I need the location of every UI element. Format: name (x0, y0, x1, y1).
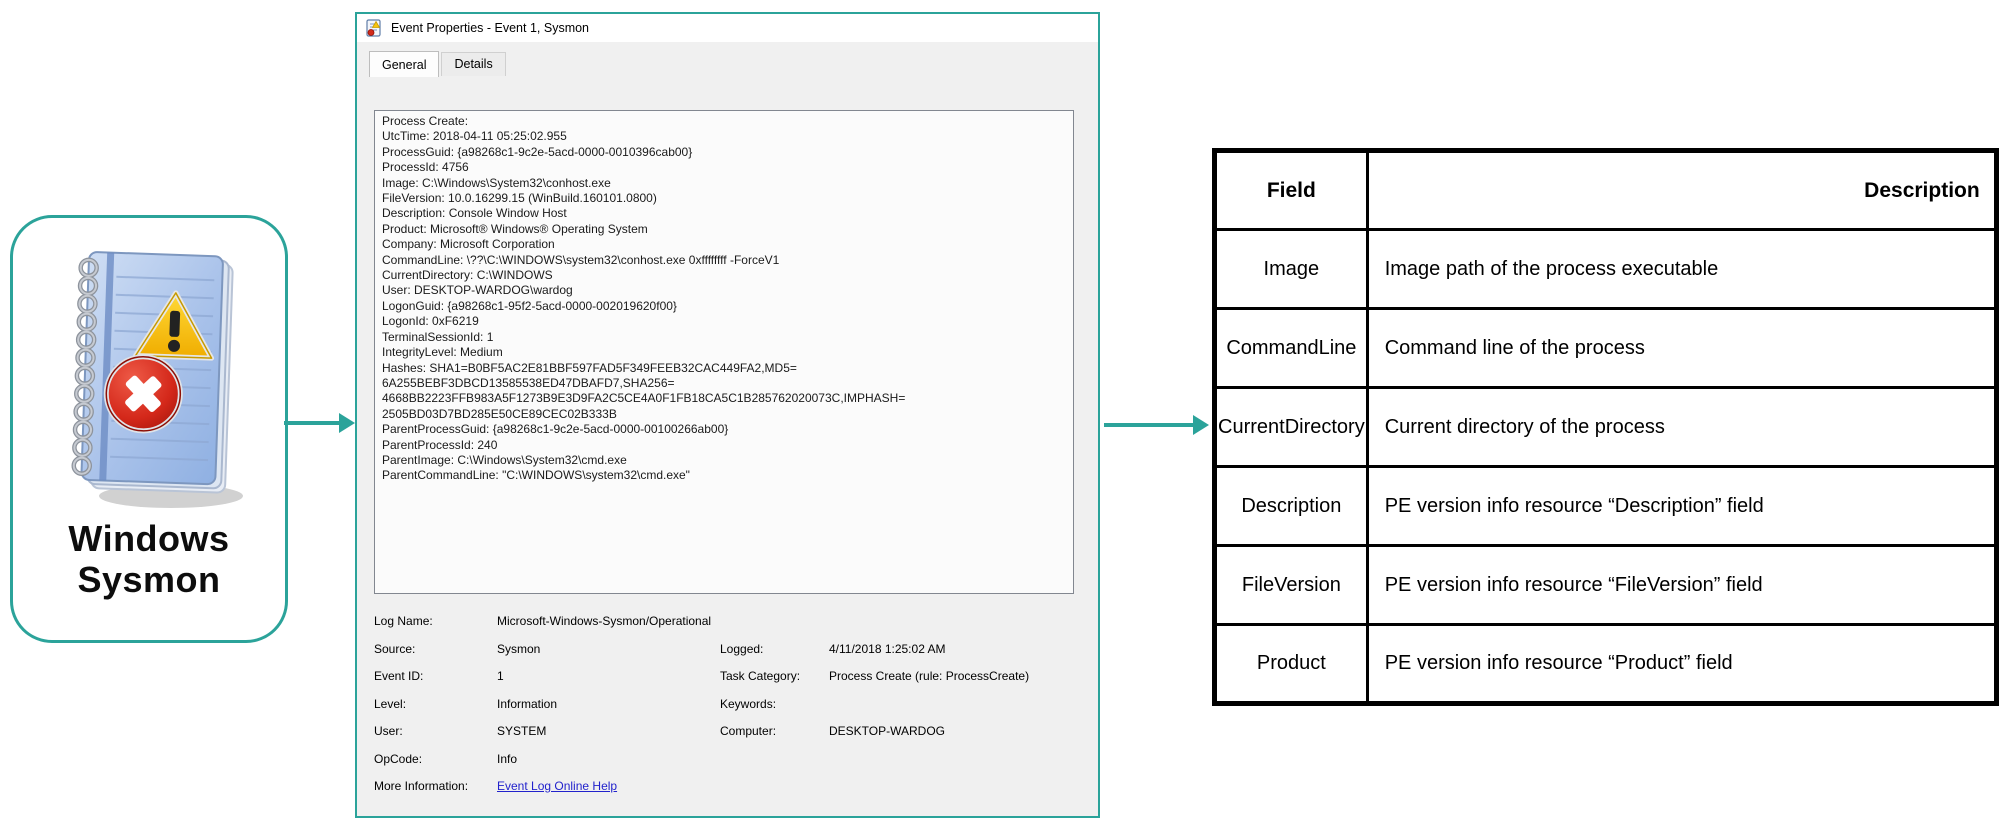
event-text-line: ProcessGuid: {a98268c1-9c2e-5acd-0000-00… (382, 144, 693, 159)
event-text-line: ParentProcessId: 240 (382, 437, 498, 452)
event-text-line: Company: Microsoft Corporation (382, 237, 555, 252)
event-footer: Log Name: Microsoft-Windows-Sysmon/Opera… (374, 608, 1086, 801)
dialog-titlebar[interactable]: Event Properties - Event 1, Sysmon (357, 14, 1098, 42)
field-cell: Product (1213, 623, 1369, 705)
notebook-alert-icon (71, 251, 243, 508)
event-text-line: ParentCommandLine: "C:\WINDOWS\system32\… (382, 468, 690, 483)
event-properties-icon (366, 19, 381, 37)
event-log-online-help-link[interactable]: Event Log Online Help (497, 779, 618, 793)
footer-value: DESKTOP-WARDOG (829, 724, 946, 738)
footer-label: Logged: (720, 641, 764, 656)
footer-label: More Information: (374, 779, 469, 793)
event-text-line: CommandLine: \??\C:\WINDOWS\system32\con… (382, 252, 780, 267)
footer-label: Task Category: (720, 669, 801, 683)
footer-label: Event ID: (374, 669, 424, 683)
sysmon-label: Windows Sysmon (68, 518, 229, 600)
footer-row-moreinfo: More Information: Event Log Online Help (374, 773, 1086, 801)
footer-value: 4/11/2018 1:25:02 AM (829, 641, 946, 656)
footer-value: Info (497, 751, 518, 766)
footer-value: 1 (497, 669, 504, 683)
event-text-line: ParentProcessGuid: {a98268c1-9c2e-5acd-0… (382, 422, 729, 437)
footer-value: SYSTEM (497, 724, 547, 738)
field-cell: Description (1213, 465, 1369, 547)
sysmon-label-line1: Windows (68, 518, 230, 559)
footer-label: Level: (374, 696, 407, 711)
description-cell: PE version info resource “FileVersion” f… (1365, 544, 1998, 626)
event-text-line: Process Create: (382, 114, 469, 128)
footer-label: User: (374, 724, 403, 738)
sysmon-label-line2: Sysmon (77, 559, 221, 600)
footer-label: OpCode: (374, 751, 423, 766)
field-cell: FileVersion (1213, 544, 1369, 626)
field-cell: CommandLine (1213, 307, 1369, 389)
event-text-line: ProcessId: 4756 (382, 160, 469, 175)
footer-row-source: Source: Sysmon Logged: 4/11/2018 1:25:02… (374, 636, 1086, 664)
footer-row-level: Level: Information Keywords: (374, 691, 1086, 719)
footer-label: Log Name: (374, 614, 433, 628)
event-text-line: IntegrityLevel: Medium (382, 345, 503, 360)
event-text-line: LogonId: 0xF6219 (382, 314, 479, 329)
event-text-line: Description: Console Window Host (382, 206, 567, 221)
event-text-line: User: DESKTOP-WARDOG\wardog (382, 283, 573, 298)
header-description: Description (1365, 149, 1998, 231)
table-row: CommandLine Command line of the process (1213, 307, 1998, 389)
description-cell: Command line of the process (1365, 307, 1998, 389)
dialog-tabstrip: General Details (369, 51, 508, 77)
event-text-line: LogonGuid: {a98268c1-95f2-5acd-0000-0020… (382, 298, 677, 313)
footer-row-eventid: Event ID: 1 Task Category: Process Creat… (374, 663, 1086, 691)
description-cell: PE version info resource “Description” f… (1365, 465, 1998, 547)
field-cell: CurrentDirectory (1213, 386, 1369, 468)
footer-label: Source: (374, 641, 416, 656)
table-row: Image Image path of the process executab… (1213, 228, 1998, 310)
description-cell: PE version info resource “Product” field (1365, 623, 1998, 705)
event-text-line: UtcTime: 2018-04-11 05:25:02.955 (382, 129, 567, 144)
footer-label: Keywords: (720, 696, 777, 711)
table-row: Product PE version info resource “Produc… (1213, 623, 1998, 705)
error-x-icon (103, 354, 183, 434)
arrow-sysmon-to-dialog (284, 413, 356, 433)
event-text-line: Image: C:\Windows\System32\conhost.exe (382, 175, 611, 190)
event-text-line: CurrentDirectory: C:\WINDOWS (382, 268, 553, 283)
footer-value: Microsoft-Windows-Sysmon/Operational (497, 614, 712, 628)
warning-triangle-icon (133, 290, 215, 361)
dialog-title: Event Properties - Event 1, Sysmon (391, 21, 590, 35)
footer-value: Sysmon (497, 641, 541, 656)
event-properties-dialog: Event Properties - Event 1, Sysmon Gener… (355, 12, 1100, 818)
event-text-line: 4668BB2223FFB983A5F1273B9E3D9FA2C5CE4A0F… (382, 391, 906, 406)
tab-general[interactable]: General (369, 51, 440, 77)
table-row: Description PE version info resource “De… (1213, 465, 1998, 547)
event-text-line: ParentImage: C:\Windows\System32\cmd.exe (382, 452, 627, 467)
event-text-line: 6A255BEBF3DBCD13585538ED47DBAFD7,SHA256= (382, 375, 675, 390)
event-description-textarea[interactable]: Process Create: UtcTime: 2018-04-11 05:2… (374, 110, 1074, 594)
event-text-line: FileVersion: 10.0.16299.15 (WinBuild.160… (382, 191, 657, 206)
field-description-table: Field Description Image Image path of th… (1212, 148, 1999, 706)
footer-row-user: User: SYSTEM Computer: DESKTOP-WARDOG (374, 718, 1086, 746)
table-row: FileVersion PE version info resource “Fi… (1213, 544, 1998, 626)
field-cell: Image (1213, 228, 1369, 310)
event-text-line: TerminalSessionId: 1 (382, 329, 494, 344)
footer-value: Information (497, 696, 558, 711)
table-row: CurrentDirectory Current directory of th… (1213, 386, 1998, 468)
footer-row-opcode: OpCode: Info (374, 746, 1086, 774)
event-text-line: Product: Microsoft® Windows® Operating S… (382, 221, 648, 236)
header-field: Field (1213, 149, 1369, 231)
table-header-row: Field Description (1213, 149, 1998, 231)
footer-row-logname: Log Name: Microsoft-Windows-Sysmon/Opera… (374, 608, 1086, 636)
arrow-dialog-to-table (1104, 415, 1210, 435)
event-text-line: 2505BD03D7BD285E50CE89CEC02B333B (382, 406, 617, 421)
footer-label: Computer: (720, 724, 777, 738)
event-text-line: Hashes: SHA1=B0BF5AC2E81BBF597FAD5F349FE… (382, 360, 797, 375)
tab-details[interactable]: Details (441, 52, 506, 76)
description-cell: Current directory of the process (1365, 386, 1998, 468)
description-cell: Image path of the process executable (1365, 228, 1998, 310)
sysmon-box: Windows Sysmon (10, 215, 288, 643)
footer-value: Process Create (rule: ProcessCreate) (829, 669, 1030, 683)
